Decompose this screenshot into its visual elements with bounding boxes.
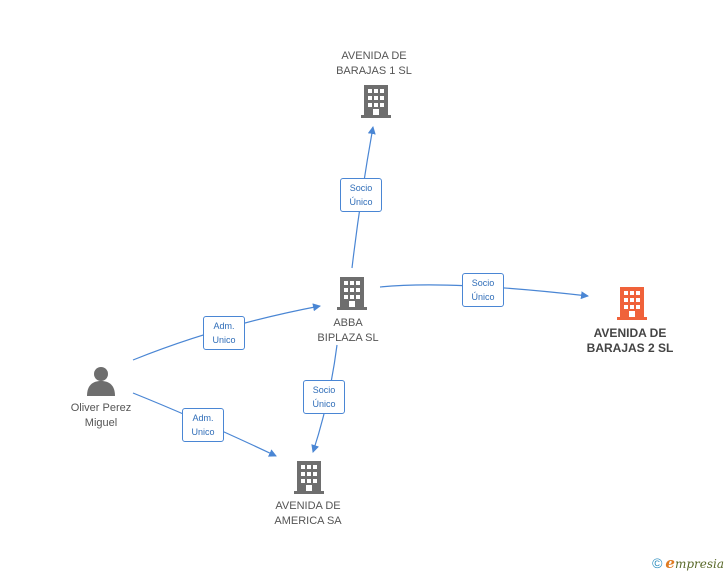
node-label-avenida-barajas-2[interactable]: AVENIDA DE BARAJAS 2 SL <box>586 326 674 355</box>
building-icon[interactable] <box>361 85 391 118</box>
building-icon[interactable] <box>294 461 324 494</box>
node-label-abba-biplaza[interactable]: ABBA BIPLAZA SL <box>317 317 379 344</box>
edge-label-adm-unico: Adm.Unico <box>203 316 245 350</box>
node-label-avenida-america[interactable]: AVENIDA DE AMERICA SA <box>274 500 342 527</box>
copyright-footer: ©empresia <box>652 554 724 572</box>
edge-label-adm-unico: Adm.Unico <box>182 408 224 442</box>
building-icon[interactable] <box>617 287 647 320</box>
person-icon[interactable] <box>87 367 115 396</box>
building-icon[interactable] <box>337 277 367 310</box>
brand-logo[interactable]: empresia <box>665 554 724 572</box>
node-label-avenida-barajas-1[interactable]: AVENIDA DE BARAJAS 1 SL <box>336 50 412 77</box>
node-label-oliver-perez[interactable]: Oliver Perez Miguel <box>70 402 132 429</box>
copyright-symbol: © <box>652 555 663 571</box>
